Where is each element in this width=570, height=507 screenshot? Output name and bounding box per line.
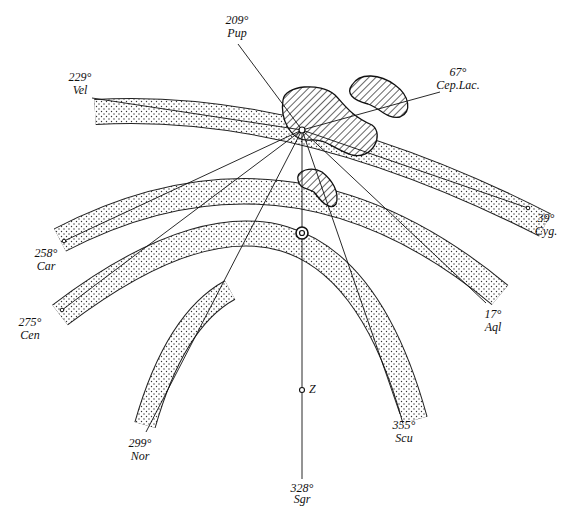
longitude-value: 17°: [485, 308, 502, 321]
constellation-name: Pup: [227, 27, 246, 40]
longitude-value: 275°: [19, 316, 42, 329]
longitude-value: 229°: [69, 71, 92, 84]
constellation-name: Aql: [485, 321, 502, 334]
markers: [60, 127, 530, 393]
longitude-value: 355°: [393, 419, 416, 432]
longitude-value: 67°: [450, 66, 467, 79]
constellation-name: Cep.Lac.: [436, 79, 479, 92]
constellation-name: Nor: [131, 450, 150, 463]
centre-label: Z: [309, 383, 316, 396]
constellation-name: Car: [37, 260, 56, 273]
longitude-value: 299°: [129, 437, 152, 450]
constellation-name: Scu: [395, 432, 412, 445]
spiral-arms: [60, 111, 545, 425]
longitude-value: 209°: [226, 14, 249, 27]
sight-lines: [62, 44, 528, 479]
constellation-name: Sgr: [294, 493, 311, 506]
longitude-value: 39°: [538, 212, 555, 225]
hatched-regions: [282, 76, 407, 207]
constellation-name: Cen: [20, 329, 39, 342]
longitude-value: 258°: [35, 247, 58, 260]
constellation-name: Cyg.: [535, 225, 557, 238]
constellation-name: Vel: [73, 84, 88, 97]
